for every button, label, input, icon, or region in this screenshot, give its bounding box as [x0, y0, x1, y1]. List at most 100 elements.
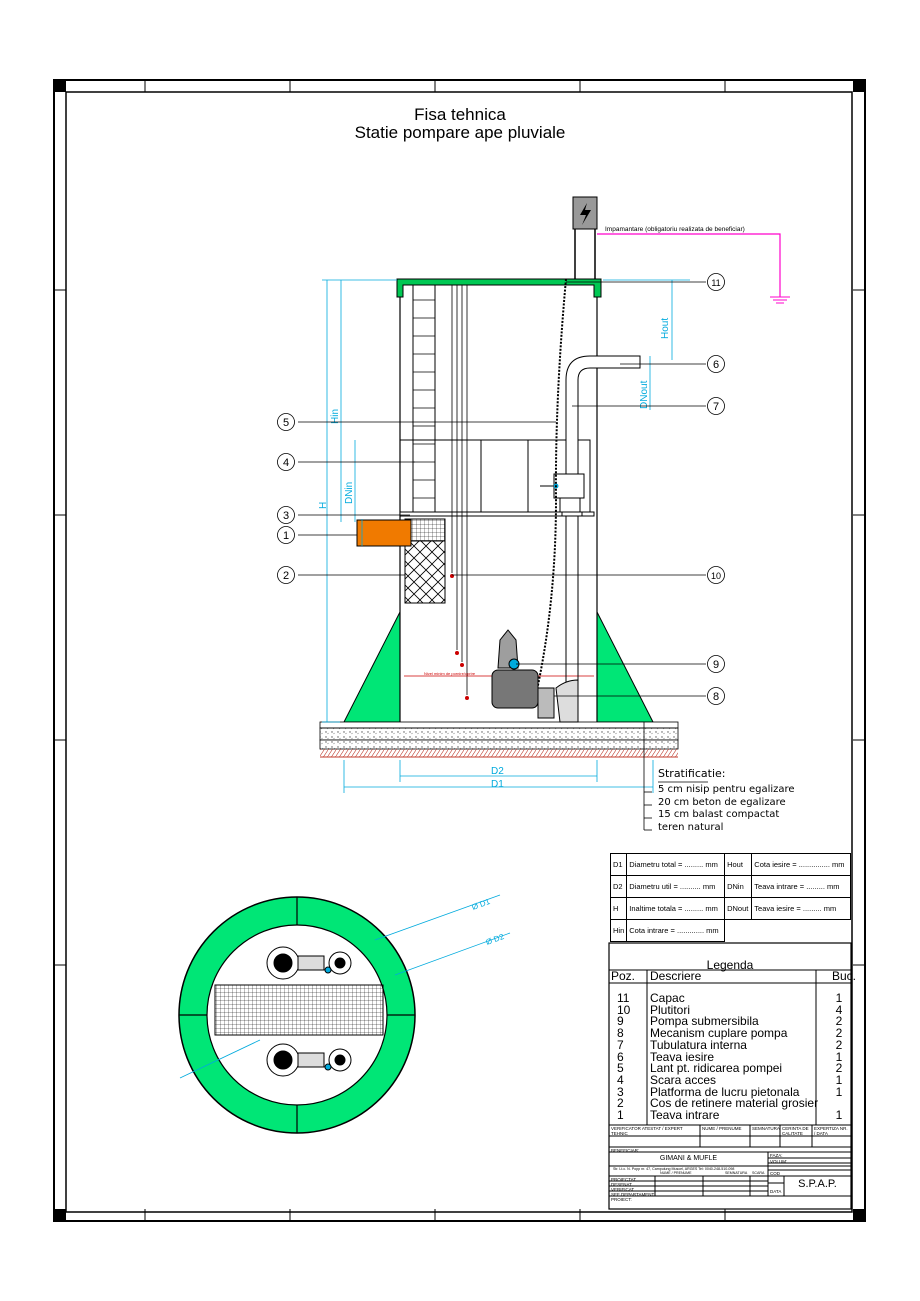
legend-desc: Lant pt. ridicarea pompei [650, 1061, 783, 1076]
plan-d1: Ø D1 [471, 897, 492, 912]
legend-desc: Capac [650, 991, 685, 1005]
legend-poz: 10 [617, 1002, 631, 1017]
callout-5: 5 [283, 417, 289, 429]
spec-cell: H [609, 897, 628, 920]
legend-desc: Mecanism cuplare pompa [650, 1026, 788, 1041]
stratification-layer: teren natural [658, 822, 724, 834]
stratification-title: Stratificatie: [658, 767, 726, 780]
legend-buc: 1 [835, 1108, 843, 1123]
spec-cell: DNout [724, 897, 753, 920]
tb-company: GIMANI & MUFLE [659, 1155, 718, 1162]
callout-10: 10 [711, 571, 721, 581]
callout-11: 11 [711, 278, 720, 288]
callouts [277, 273, 725, 705]
tb-desenat: DESENAT [611, 1182, 632, 1187]
spec-cell: Diametru total = ......... mm [626, 853, 726, 876]
callout-7: 7 [713, 401, 719, 413]
tb-cerinta: CERINTA DE CALITATE [782, 1126, 809, 1136]
callout-9: 9 [713, 659, 719, 671]
list-item: 11 Capac 1 [609, 991, 856, 1005]
tb-expertiza: EXPERTIZA NR. / DATA [814, 1126, 848, 1136]
level-note: Nivel minim de pornire/oprire [424, 671, 476, 676]
legend-poz: 4 [617, 1072, 624, 1087]
stratification-layer: 15 cm balast compactat [658, 809, 780, 821]
chamber-section: Nivel minim de pornire/oprire [319, 278, 679, 758]
legend-header: Poz. Descriere Buc. [609, 969, 856, 983]
ground-note: Impamantare (obligatoriu realizata de be… [605, 226, 745, 233]
legend-buc: 2 [835, 1026, 843, 1041]
spec-cell: Diametru util = .......... mm [626, 875, 726, 898]
callout-4: 4 [283, 457, 289, 469]
callout-6: 6 [713, 359, 719, 371]
dimension-lines [322, 279, 690, 793]
drawing-frame [53, 79, 866, 1222]
tb-data: DATA [770, 1189, 782, 1194]
legend-poz: 3 [617, 1084, 624, 1099]
spec-table: D1 Diametru total = ......... mm Hout Co… [609, 853, 851, 942]
sheet-title-line2: Statie pompare ape pluviale [354, 123, 566, 142]
legend-buc: 2 [835, 1037, 843, 1052]
legend-desc: Teava intrare [650, 1108, 720, 1123]
spec-cell: Cota intrare = ............. mm [626, 919, 726, 942]
dim-hout: Hout [660, 318, 671, 339]
callout-1: 1 [283, 530, 289, 542]
spec-cell: Teava iesire = ......... mm [751, 897, 851, 920]
plan-d2: Ø D2 [485, 932, 506, 947]
legend-header-poz: Poz. [611, 969, 636, 983]
dim-dnin: DNin [344, 482, 355, 504]
legend-title: Legenda [706, 958, 754, 972]
legend-buc: 1 [835, 1049, 843, 1064]
tb-semnatura: SEMNATURA [752, 1126, 780, 1131]
table-row: D1 Diametru total = ......... mm Hout Co… [609, 853, 851, 876]
tb-sef: SEF DEPARTAMENT [611, 1192, 655, 1197]
legend-poz: 2 [617, 1096, 624, 1111]
tb-faza: FAZA: [770, 1153, 783, 1158]
callout-2: 2 [283, 570, 289, 582]
dim-dnout: DNout [639, 380, 650, 409]
plan-pump-top [266, 946, 352, 980]
legend-poz: 6 [617, 1049, 624, 1064]
legend-desc: Teava iesire [650, 1049, 715, 1064]
list-item: 1 Teava intrare 1 [609, 1108, 856, 1123]
legend-desc: Pompa submersibila [650, 1014, 759, 1029]
tb-scara: SCARA [752, 1171, 765, 1175]
legend-frame [608, 942, 852, 1210]
dim-hin: Hin [330, 409, 341, 424]
legend-poz: 8 [617, 1026, 624, 1041]
stratification: Stratificatie: 5 cm nisip pentru egaliza… [658, 767, 795, 835]
spec-cell: Hout [724, 853, 753, 876]
legend-poz: 1 [617, 1108, 624, 1123]
legend-buc: 1 [835, 991, 843, 1005]
legend-buc: 1 [835, 1084, 843, 1099]
spec-cell: Cota iesire = ............... mm [751, 853, 851, 876]
tb-volum: VOLUM: [770, 1159, 788, 1164]
spec-cell: Inaltime totala = ......... mm [626, 897, 726, 920]
legend-poz: 11 [617, 991, 630, 1005]
tb-proiectat: PROIECTAT [611, 1177, 637, 1182]
stratification-layer: 20 cm beton de egalizare [658, 796, 786, 808]
dim-d1: D1 [491, 779, 504, 790]
callout-8: 8 [713, 691, 719, 703]
spec-cell: Teava intrare = ......... mm [751, 875, 851, 898]
table-row: D2 Diametru util = .......... mm DNin Te… [609, 875, 851, 898]
list-item: 8 Mecanism cuplare pompa 2 [609, 1026, 856, 1041]
legend-poz: 5 [617, 1061, 624, 1076]
plan-view: Ø D1 Ø D2 [178, 894, 511, 1134]
tb-nume2: NUME / PRENUME [660, 1171, 692, 1175]
spec-cell: Hin [609, 919, 628, 942]
spec-cell [752, 920, 851, 942]
tb-address: Str. Lt.c. N. Popp nr. 47, Campulung Mus… [613, 1167, 735, 1171]
tb-nume: NUME / PRENUME [702, 1126, 742, 1131]
stratification-leader [643, 722, 708, 831]
sheet-title-line1: Fisa tehnica [414, 105, 506, 124]
tb-doc-code: S.P.A.P. [798, 1178, 837, 1190]
legend-header-desc: Descriere [650, 969, 702, 983]
legend-desc: Plutitori [650, 1002, 691, 1017]
tb-verificat: VERIFICAT [611, 1187, 635, 1192]
